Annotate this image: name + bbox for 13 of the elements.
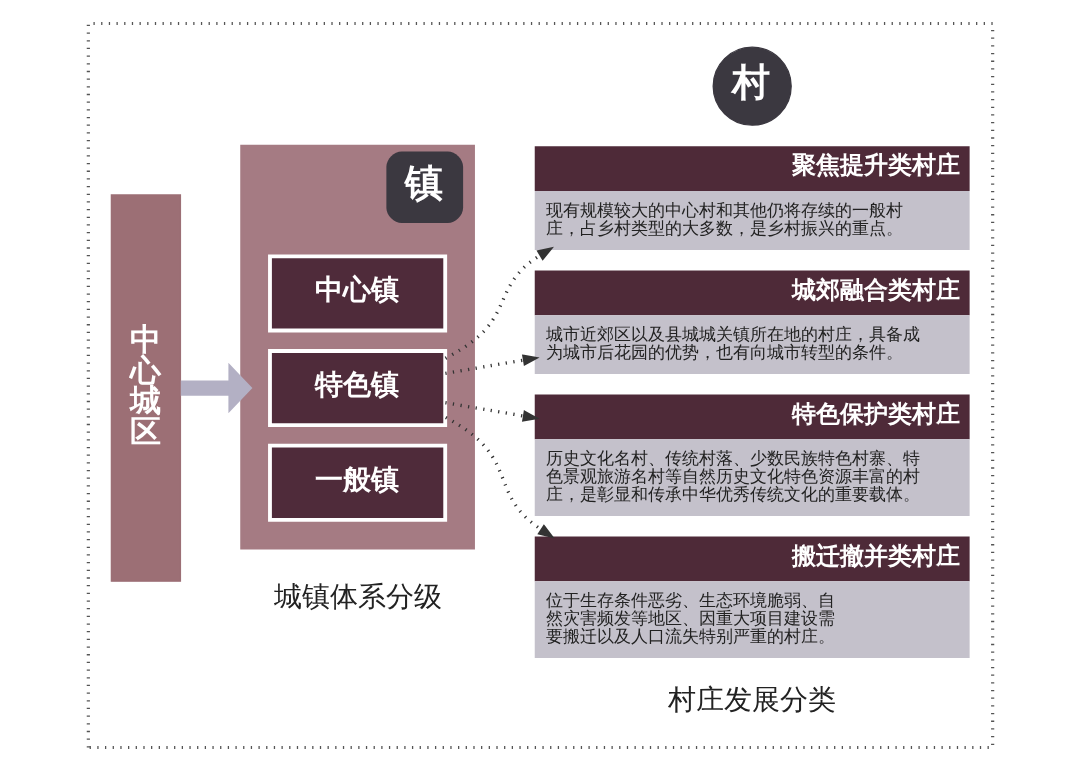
arrow: [444, 246, 554, 360]
node-circle: 村: [712, 46, 792, 126]
node-box: 特色镇: [267, 349, 447, 428]
node-box: 中心城区: [110, 194, 181, 582]
node-box: 中心镇: [267, 254, 447, 333]
arrow: [444, 416, 555, 539]
label: 城镇体系分级: [273, 580, 442, 614]
arrow: [444, 401, 540, 422]
label: 村庄发展分类: [667, 682, 836, 716]
arrow: [444, 354, 540, 375]
node-box: 一般镇: [267, 443, 447, 522]
cluster: [86, 21, 994, 750]
arrow: [180, 362, 252, 414]
